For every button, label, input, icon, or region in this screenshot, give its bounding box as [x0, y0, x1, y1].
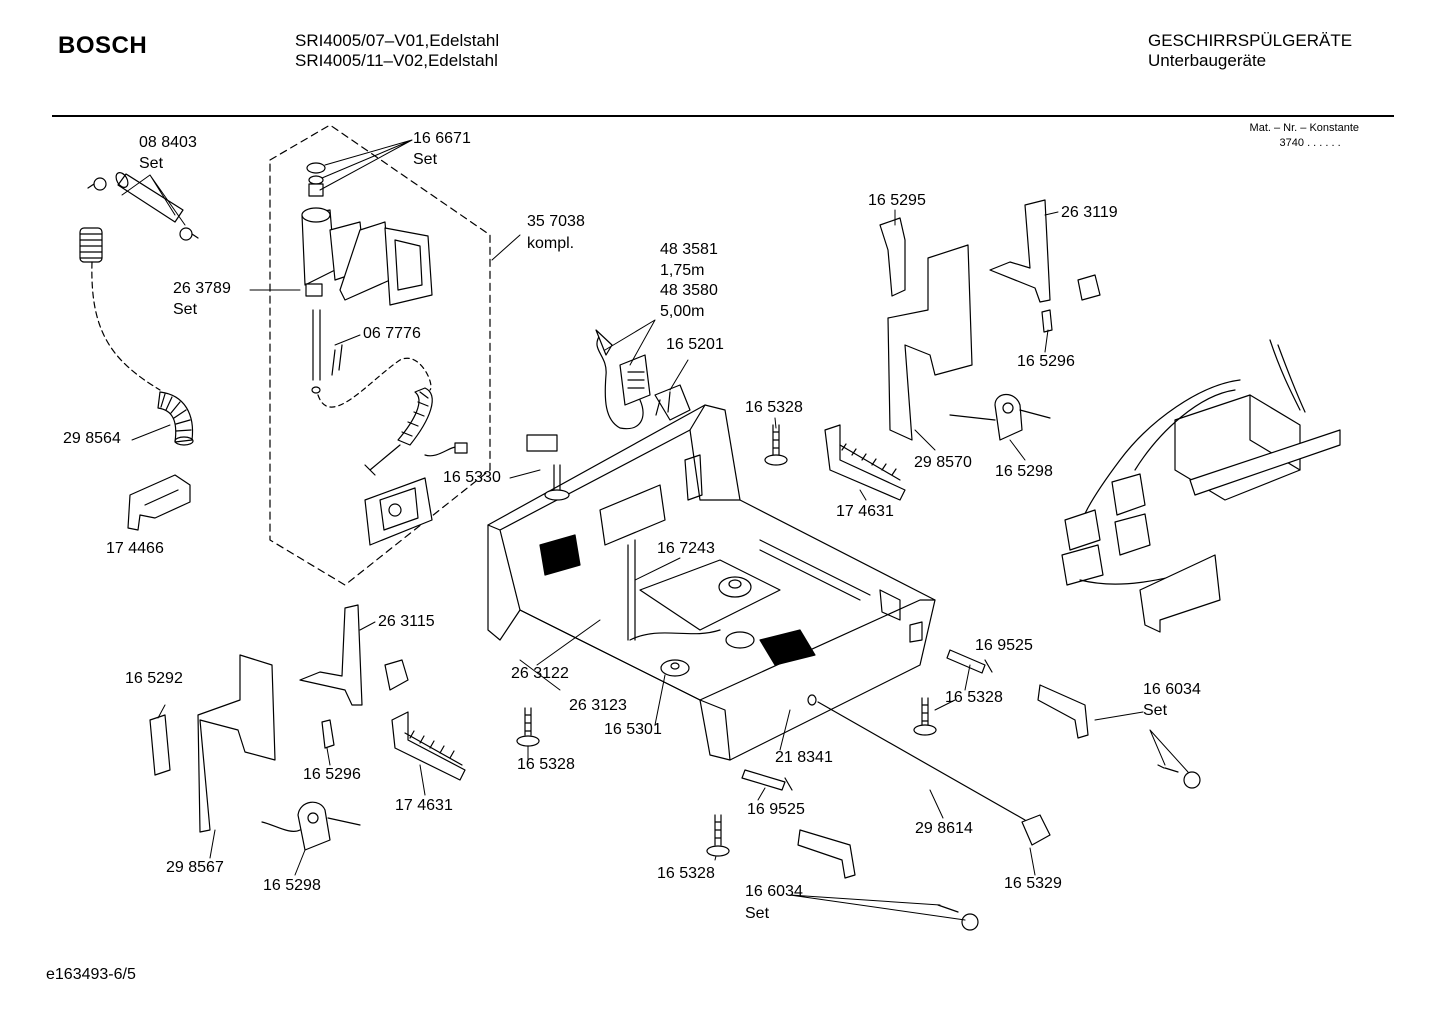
spring-bracket-174631-top	[824, 424, 906, 501]
bracket-298567	[197, 654, 276, 833]
coil-spring-part	[79, 227, 103, 263]
leader-lines	[121, 139, 1189, 921]
label-165298-top: 16 5298	[995, 463, 1053, 480]
label-166671: 16 6671	[413, 130, 471, 147]
kit-dashed-hose	[317, 357, 432, 408]
label-263115: 26 3115	[378, 613, 435, 630]
brand-logo: BOSCH	[58, 32, 148, 59]
label-483581: 48 3581	[660, 241, 718, 258]
label-166034-bottom: 16 6034	[745, 883, 803, 900]
label-263789: 26 3789	[173, 280, 231, 297]
label-165301: 16 5301	[604, 721, 662, 738]
base-tub	[487, 404, 936, 761]
label-263789-set: Set	[173, 301, 198, 318]
label-088403: 08 8403	[139, 134, 197, 151]
bracket-174466-part	[127, 474, 191, 531]
label-165201: 16 5201	[666, 336, 724, 353]
model-line-1: SRI4005/07–V01,Edelstahl	[295, 31, 500, 50]
label-167243: 16 7243	[657, 540, 715, 557]
clip-set-166034-right	[1037, 684, 1201, 789]
label-483581-length: 1,75m	[660, 262, 705, 279]
label-174631-bottom: 17 4631	[395, 797, 453, 814]
label-483580: 48 3580	[660, 282, 718, 299]
hose-set-part	[87, 172, 199, 241]
label-483580-length: 5,00m	[660, 303, 705, 320]
label-165330: 16 5330	[443, 469, 501, 486]
label-298614: 29 8614	[915, 820, 973, 837]
kit-control-module	[364, 477, 433, 546]
label-165329: 16 5329	[1004, 875, 1062, 892]
corrugated-elbow-part	[157, 391, 194, 446]
wire-harness	[1061, 339, 1341, 633]
label-165328-top: 16 5328	[745, 399, 803, 416]
label-165296-bottom: 16 5296	[303, 766, 361, 783]
clip-165296-top	[1041, 309, 1053, 333]
label-165328-right: 16 5328	[945, 689, 1003, 706]
model-list: SRI4005/07–V01,Edelstahl SRI4005/11–V02,…	[295, 31, 499, 71]
label-067776: 06 7776	[363, 325, 421, 342]
bracket-165295	[879, 217, 906, 297]
label-263123: 26 3123	[569, 697, 627, 714]
bracket-165292	[149, 714, 171, 776]
clip-set-166034-bottom	[797, 829, 979, 931]
hose-dashed-path	[91, 261, 161, 391]
label-218341: 21 8341	[775, 749, 833, 766]
filter-box-165201-part	[654, 384, 691, 421]
screw-165328-top	[764, 424, 788, 466]
bolt-169525-right	[946, 649, 993, 674]
label-166034-bottom-set: Set	[745, 905, 770, 922]
label-357038: 35 7038	[527, 213, 585, 230]
screw-165328-bottom	[706, 814, 730, 857]
label-298567: 29 8567	[166, 859, 224, 876]
label-165296-top: 16 5296	[1017, 353, 1075, 370]
label-166034-right-set: Set	[1143, 702, 1168, 719]
bracket-298570	[887, 244, 973, 441]
label-165328-left: 16 5328	[517, 756, 575, 773]
screw-165330	[526, 434, 570, 501]
spring-bracket-174631-bottom	[391, 711, 466, 781]
material-constant-title: Mat. – Nr. – Konstante	[1249, 122, 1359, 134]
power-cable-part	[595, 329, 651, 430]
drawing-code: e163493-6/5	[46, 966, 136, 983]
label-088403-set: Set	[139, 155, 164, 172]
label-165298-bottom: 16 5298	[263, 877, 321, 894]
label-298564: 29 8564	[63, 430, 121, 447]
label-165292: 16 5292	[125, 670, 183, 687]
clip-165296-bottom	[321, 719, 335, 749]
label-165328-bottom: 16 5328	[657, 865, 715, 882]
sensor-165298-top	[949, 393, 1051, 441]
bolt-169525-left	[741, 769, 793, 791]
sensor-165298-bottom	[261, 801, 361, 851]
label-263119: 26 3119	[1061, 204, 1118, 221]
category-line-2: Unterbaugeräte	[1148, 51, 1267, 70]
bracket-263115	[299, 604, 363, 706]
category-line-1: GESCHIRRSPÜLGERÄTE	[1148, 31, 1353, 50]
material-constant: Mat. – Nr. – Konstante 3740 . . . . . .	[1250, 121, 1359, 151]
model-line-2: SRI4005/11–V02,Edelstahl	[295, 51, 498, 70]
label-357038-kompl: kompl.	[527, 235, 575, 252]
category: GESCHIRRSPÜLGERÄTE Unterbaugeräte	[1148, 31, 1352, 71]
cap-165329	[1021, 814, 1051, 846]
clip-263119-side	[1077, 274, 1101, 301]
screw-165328-right	[913, 697, 937, 736]
kit-boundary-dashed	[269, 124, 491, 586]
label-166671-set: Set	[413, 151, 438, 168]
label-174466: 17 4466	[106, 540, 164, 557]
label-169525-left: 16 9525	[747, 801, 805, 818]
label-174631-top: 17 4631	[836, 503, 894, 520]
label-166034-right: 16 6034	[1143, 681, 1201, 698]
kit-corrugated-hose	[364, 387, 468, 476]
label-298570: 29 8570	[914, 454, 972, 471]
label-263122: 26 3122	[511, 665, 569, 682]
inlet-valve-assembly	[301, 162, 433, 394]
label-165295: 16 5295	[868, 192, 926, 209]
material-constant-value: 3740 . . . . . .	[1279, 137, 1341, 149]
rod-298614	[817, 701, 1026, 821]
label-169525-right: 16 9525	[975, 637, 1033, 654]
bracket-263119	[989, 199, 1051, 303]
screw-165328-left	[516, 707, 540, 747]
header-rule	[52, 115, 1394, 117]
clip-263115-side	[384, 659, 409, 691]
